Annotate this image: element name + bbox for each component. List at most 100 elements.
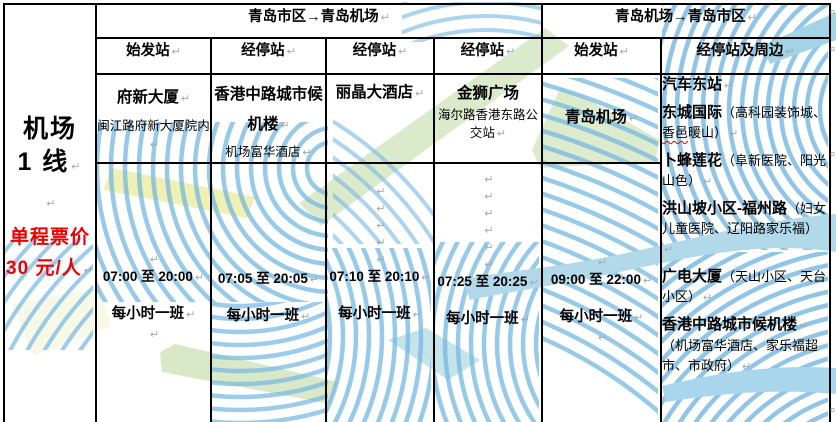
pilcrow-mark: ↵: [149, 254, 160, 266]
schedule-cell-golden-lion-plaza: ↵ ↵ ↵ ↵ ↵ ↵ 07:25 至 20:25↵ 每小时一班↵: [432, 162, 544, 422]
role-text: 始发站: [574, 43, 618, 59]
time-range: 09:00 至 22:00↵: [544, 270, 659, 291]
role-text: 经停站: [241, 43, 285, 59]
station-note-text: 机场富华酒店: [225, 145, 301, 159]
pilcrow-mark: ↵: [703, 176, 713, 188]
col-role-header-stop-3: 经停站↵: [432, 37, 544, 75]
pilcrow-mark: ↵: [484, 208, 494, 220]
pilcrow-mark: ↵: [747, 12, 757, 24]
pilcrow-mark: ↵: [180, 93, 191, 105]
col-role-header-stops-area: 经停站及周边↵: [660, 37, 832, 75]
pilcrow-mark: ↵: [785, 46, 795, 58]
stop-note-text: （机场富华酒店、家乐福超市、市政府）: [662, 338, 819, 373]
empty-paragraph: ↵: [98, 250, 209, 267]
route-label-block: 机场 1 线↵ ↵ 单程票价 30 元/人↵: [6, 6, 94, 287]
stop-name-text: 卜蜂莲花: [662, 152, 723, 169]
empty-paragraph: ↵: [544, 328, 659, 345]
station-cell-fuxin-building: 府新大厦↵ 闽江路府新大厦院内↵: [95, 73, 212, 164]
route-name-line2: 1 线↵: [6, 146, 94, 184]
empty-paragraph: ↵: [436, 255, 540, 272]
pilcrow-mark: ↵: [619, 46, 629, 58]
station-name: 府新大厦↵: [98, 88, 209, 109]
route-name-text: 1 线: [17, 148, 70, 176]
stops-and-surroundings-cell: 汽车东站↵ 东城国际（高科园装饰城、香邑暖山）↵ 卜蜂莲花（阜新医院、阳光山色）…: [660, 73, 832, 422]
row-end-marker: ¤: [830, 44, 836, 54]
pilcrow-mark: ↵: [412, 309, 422, 321]
row-end-marker: ¤: [830, 7, 836, 17]
pilcrow-mark: ↵: [376, 237, 386, 249]
pilcrow-mark: ↵: [724, 80, 734, 92]
station-name: 金狮广场: [436, 84, 540, 104]
stop-item: 广电大厦（天山小区、天台小区）↵: [663, 267, 828, 308]
frequency: 每小时一班↵: [213, 306, 324, 327]
empty-paragraph: ↵: [436, 170, 540, 187]
role-text: 经停站: [460, 43, 505, 59]
frequency-text: 每小时一班: [559, 309, 633, 325]
empty-paragraph: ↵: [328, 182, 432, 199]
station-cell-city-terminal: 香港中路城市候机楼↵ 机场富华酒店↵: [210, 73, 327, 164]
fare-value: 30 元/人↵: [6, 253, 94, 287]
stop-name-text: 汽车东站: [662, 76, 723, 93]
stop-item: 洪山坡小区-福州路（妇女儿童医院、辽阳路家乐福）↵: [662, 199, 828, 260]
empty-paragraph: ↵: [436, 238, 540, 255]
station-note: 闽江路府新大厦院内 ↵: [97, 117, 210, 154]
pilcrow-mark: ↵: [729, 128, 739, 140]
pilcrow-mark: ↵: [71, 161, 83, 173]
pilcrow-mark: ↵: [742, 361, 752, 373]
pilcrow-mark: ↵: [415, 88, 425, 100]
station-cell-golden-lion-plaza: 金狮广场 海尔路香港东路公交站↵: [432, 73, 544, 164]
route-name-text: 机场: [22, 115, 77, 143]
schedule-cell-city-terminal: 07:05 至 20:05↵ 每小时一班↵: [210, 162, 327, 422]
pilcrow-mark: ↵: [634, 312, 644, 324]
role-text: 始发站: [126, 43, 170, 59]
frequency-text: 每小时一班: [338, 306, 411, 322]
empty-paragraph: ↵: [328, 216, 432, 233]
direction-text: 青岛机场→青岛市区: [615, 9, 746, 25]
stop-note-line: （机场富华酒店、家乐福超市、市政府）↵: [662, 336, 828, 377]
time-range: 07:25 至 20:25↵: [436, 272, 540, 293]
pilcrow-mark: ↵: [597, 257, 608, 269]
station-name-text: 香港中路城市候机楼: [214, 86, 323, 133]
pilcrow-mark: ↵: [664, 244, 674, 256]
pilcrow-mark: ↵: [171, 46, 181, 58]
pilcrow-mark: ↵: [301, 311, 311, 323]
time-range: 07:10 至 20:10↵: [328, 267, 432, 288]
pilcrow-mark: ↵: [484, 174, 494, 186]
pilcrow-mark: ↵: [149, 139, 160, 151]
station-name: 丽晶大酒店↵: [328, 83, 432, 104]
pilcrow-mark: ↵: [286, 46, 296, 58]
station-cell-qingdao-airport: 青岛机场↵: [541, 73, 663, 164]
station-note-text: 闽江路府新大厦院内: [97, 119, 210, 133]
empty-paragraph: ↵: [328, 250, 432, 267]
frequency-text: 每小时一班: [446, 311, 519, 327]
pilcrow-mark: ↵: [484, 259, 494, 271]
route-label-cell: 机场 1 线↵ ↵ 单程票价 30 元/人↵: [3, 3, 97, 422]
pilcrow-mark: ↵: [302, 147, 312, 159]
stop-note-text: 暖山）: [688, 125, 728, 140]
station-cell-regent-hotel: 丽晶大酒店↵: [325, 73, 435, 164]
station-note: 海尔路香港东路公交站↵: [436, 106, 540, 143]
station-name: 青岛机场↵: [544, 108, 659, 129]
time-range: 07:05 至 20:05↵: [213, 269, 324, 290]
pilcrow-mark: ↵: [628, 113, 639, 125]
direction-header-to-airport: 青岛市区→青岛机场↵: [94, 3, 544, 39]
empty-paragraph: ↵: [544, 253, 659, 270]
time-range-text: 09:00 至 22:00: [550, 272, 641, 287]
empty-paragraph: ↵: [436, 221, 540, 238]
fare-value-text: 30 元/人: [6, 258, 82, 279]
pilcrow-mark: ↵: [280, 120, 290, 132]
stop-name-text: 洪山坡小区-福州路: [662, 200, 788, 217]
frequency: 每小时一班↵: [436, 309, 540, 330]
station-name-text: 丽晶大酒店: [335, 84, 414, 101]
pilcrow-mark: ↵: [186, 309, 196, 321]
stop-item: 东城国际（高科园装饰城、香邑暖山）↵: [662, 103, 828, 144]
station-name-text: 金狮广场: [457, 85, 520, 102]
pilcrow-mark: ↵: [83, 265, 94, 277]
schedule-table: 机场 1 线↵ ↵ 单程票价 30 元/人↵ 青岛市区→青岛机场↵ 青岛机场→青…: [3, 3, 832, 422]
stop-note-misspelled-text: 香邑: [662, 125, 689, 140]
station-name-text: 府新大厦: [116, 89, 179, 106]
fare-label: 单程票价: [6, 222, 94, 253]
empty-paragraph: ↵: [436, 204, 540, 221]
time-range-text: 07:00 至 20:00: [102, 269, 193, 284]
